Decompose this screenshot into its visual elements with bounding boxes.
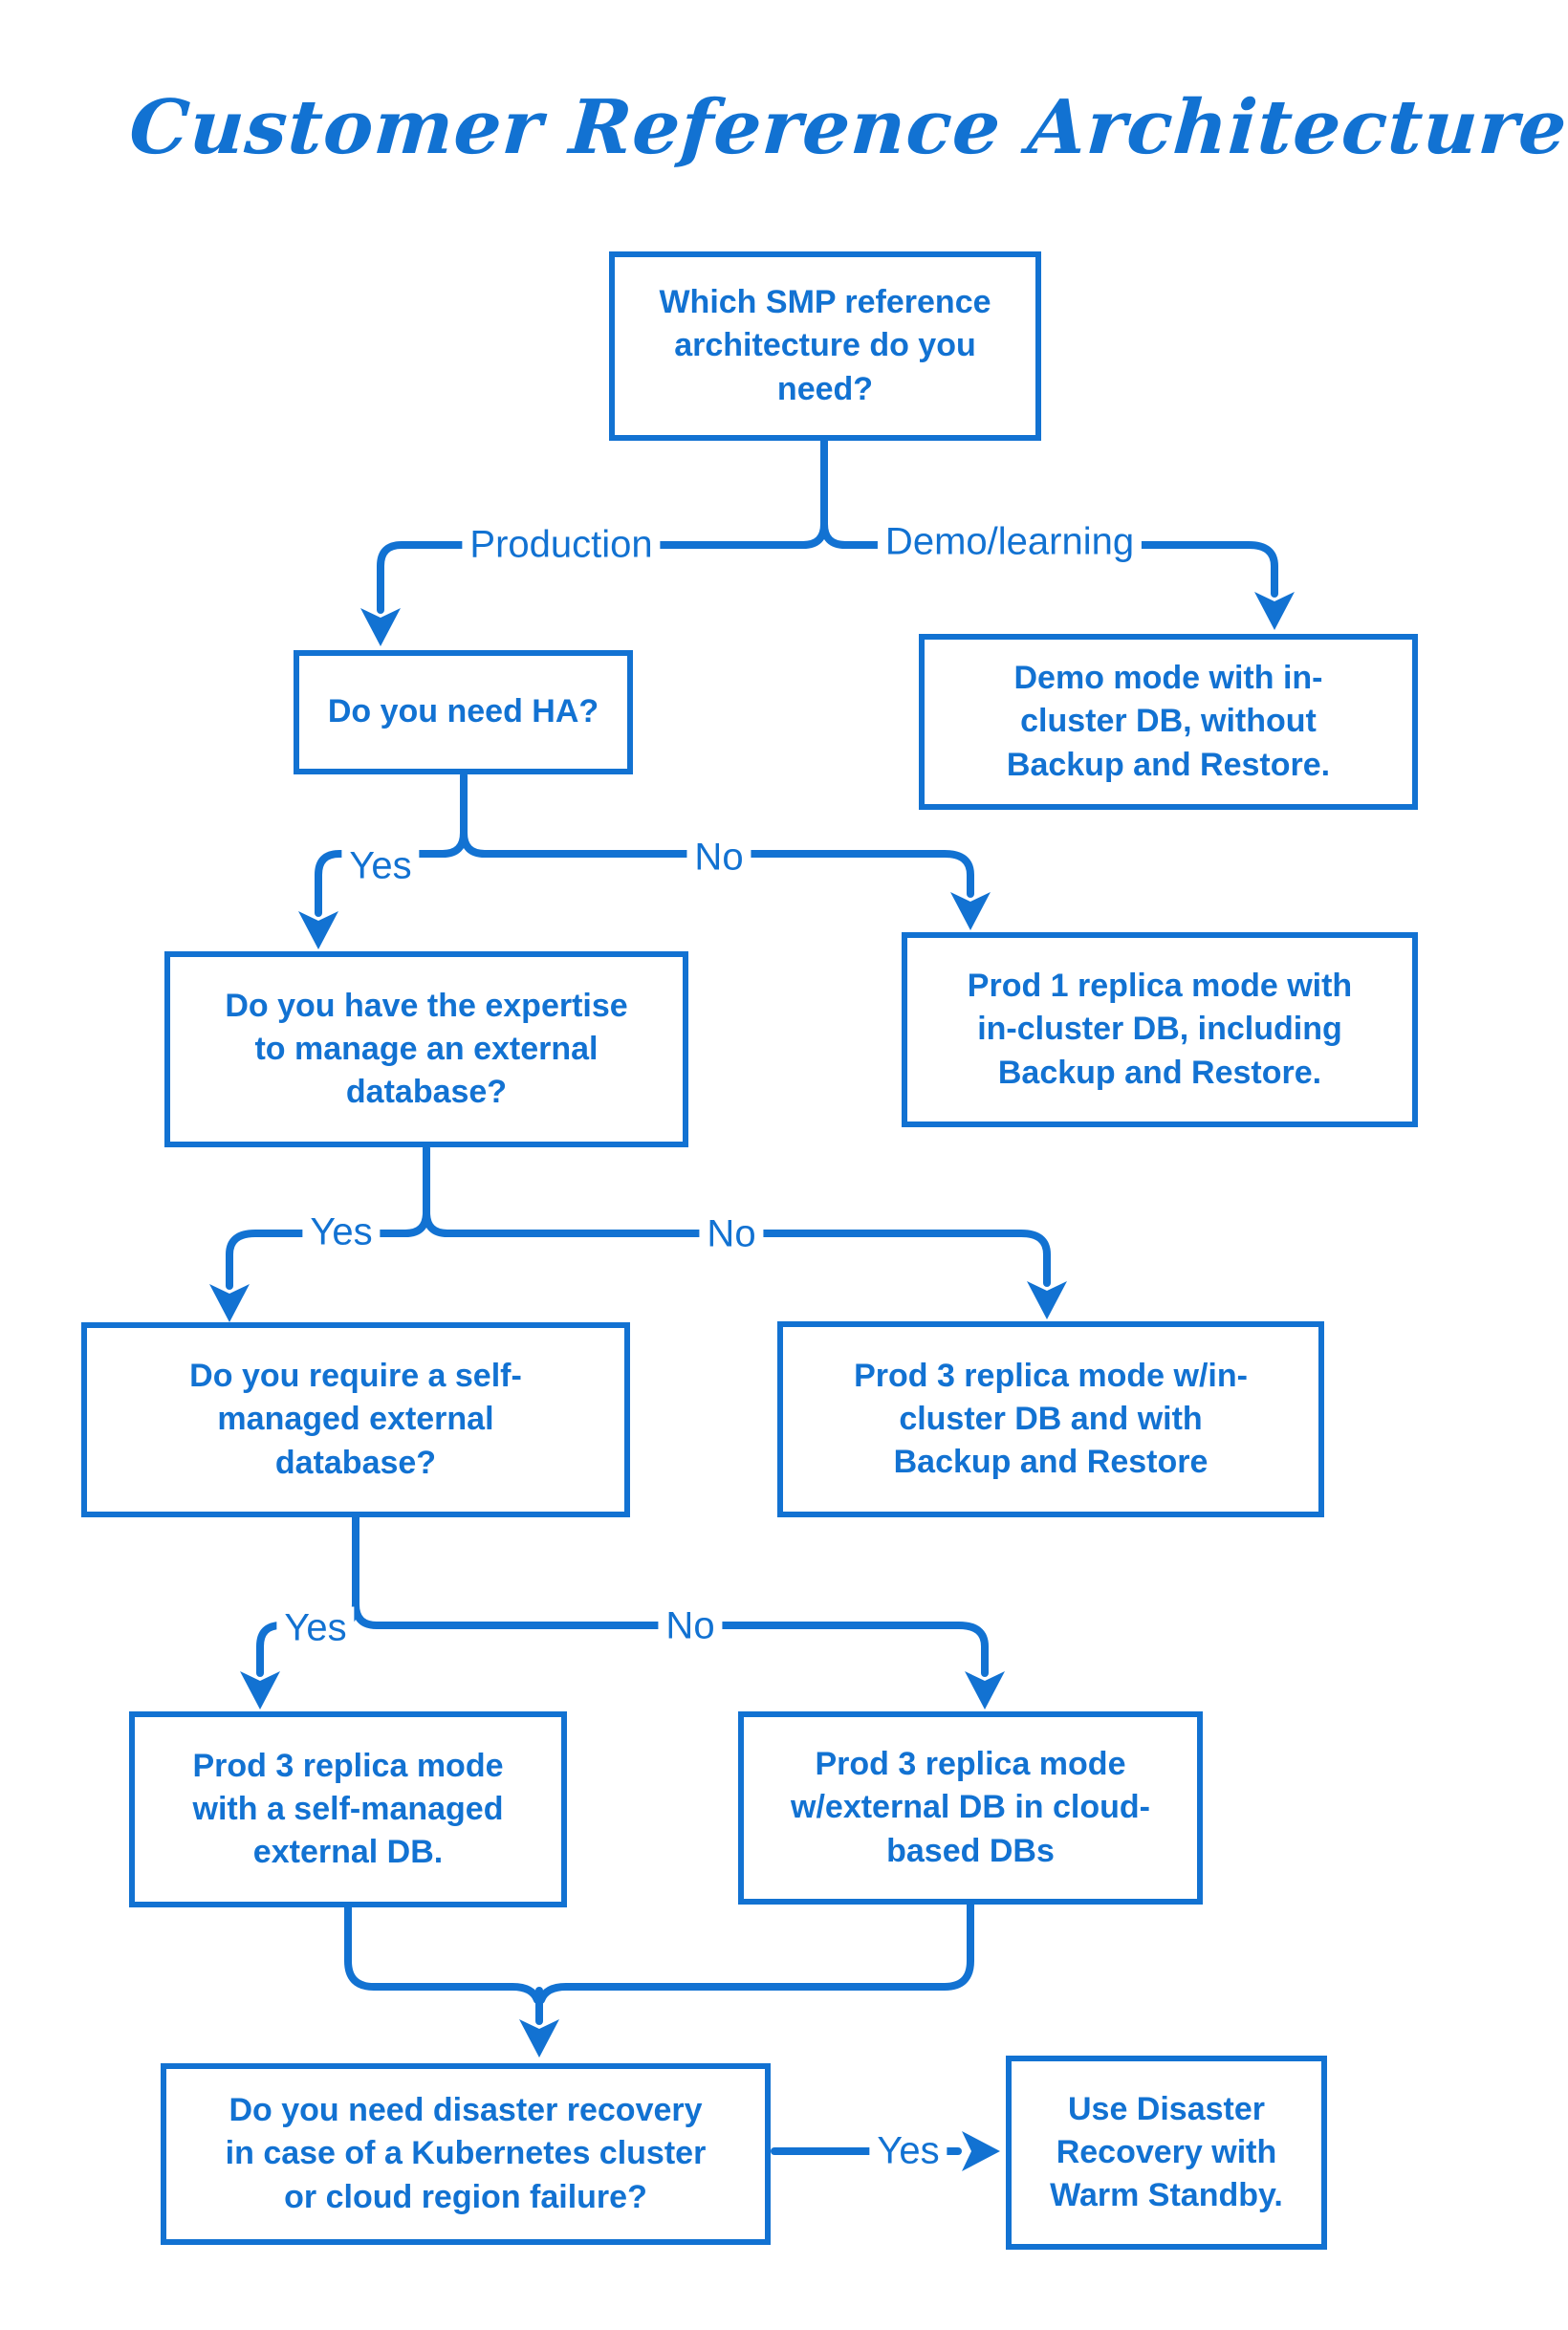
edge-expertise-no bbox=[423, 1209, 1051, 1287]
edge-expertise-yes bbox=[226, 1209, 430, 1290]
edge-label-expertise-yes: Yes bbox=[302, 1210, 381, 1254]
edge-merge-right bbox=[537, 1901, 974, 2004]
node-prod3-selfmanaged-result: Prod 3 replica mode with a self-managed … bbox=[129, 1711, 567, 1907]
page-title: Customer Reference Architecture bbox=[126, 84, 1568, 171]
arrow-merge bbox=[519, 2019, 559, 2058]
node-prod3-cloud-result: Prod 3 replica mode w/external DB in clo… bbox=[738, 1711, 1203, 1905]
edge-demo bbox=[820, 520, 1278, 598]
node-selfmanaged-question: Do you require a self- managed external … bbox=[81, 1322, 630, 1517]
arrow-dr-yes bbox=[962, 2131, 1000, 2171]
node-root-question: Which SMP reference architecture do you … bbox=[609, 251, 1041, 441]
node-disaster-recovery-question: Do you need disaster recovery in case of… bbox=[161, 2063, 771, 2245]
edge-merge-left bbox=[344, 1904, 541, 2004]
edge-label-ha-no: No bbox=[686, 836, 751, 880]
edge-label-ha-yes: Yes bbox=[341, 844, 420, 888]
arrow-demo bbox=[1254, 592, 1295, 630]
arrow-production bbox=[360, 608, 401, 646]
arrow-expertise-yes bbox=[209, 1284, 250, 1322]
edge-label-demo-learning: Demo/learning bbox=[877, 520, 1143, 564]
edge-selfmanaged-no bbox=[352, 1601, 989, 1677]
edge-label-selfmanaged-yes: Yes bbox=[276, 1606, 355, 1650]
arrow-selfmanaged-yes bbox=[240, 1671, 280, 1709]
edge-ha-no bbox=[460, 829, 974, 898]
node-warm-standby-result: Use Disaster Recovery with Warm Standby. bbox=[1006, 2056, 1327, 2250]
edge-label-selfmanaged-no: No bbox=[658, 1604, 723, 1648]
arrow-ha-no bbox=[950, 892, 991, 930]
edge-label-production: Production bbox=[462, 523, 661, 567]
node-expertise-question: Do you have the expertise to manage an e… bbox=[164, 951, 688, 1147]
node-prod1-result: Prod 1 replica mode with in-cluster DB, … bbox=[902, 932, 1418, 1127]
edge-label-expertise-no: No bbox=[699, 1212, 764, 1256]
arrow-selfmanaged-no bbox=[965, 1671, 1005, 1709]
edge-production bbox=[377, 520, 828, 614]
edge-label-dr-yes: Yes bbox=[869, 2129, 947, 2173]
arrow-ha-yes bbox=[298, 911, 338, 949]
edge-ha-yes bbox=[315, 829, 468, 917]
node-demo-result: Demo mode with in- cluster DB, without B… bbox=[919, 634, 1418, 810]
node-prod3-incluster-result: Prod 3 replica mode w/in- cluster DB and… bbox=[777, 1321, 1324, 1517]
node-need-ha: Do you need HA? bbox=[294, 650, 633, 774]
arrow-expertise-no bbox=[1027, 1281, 1067, 1319]
